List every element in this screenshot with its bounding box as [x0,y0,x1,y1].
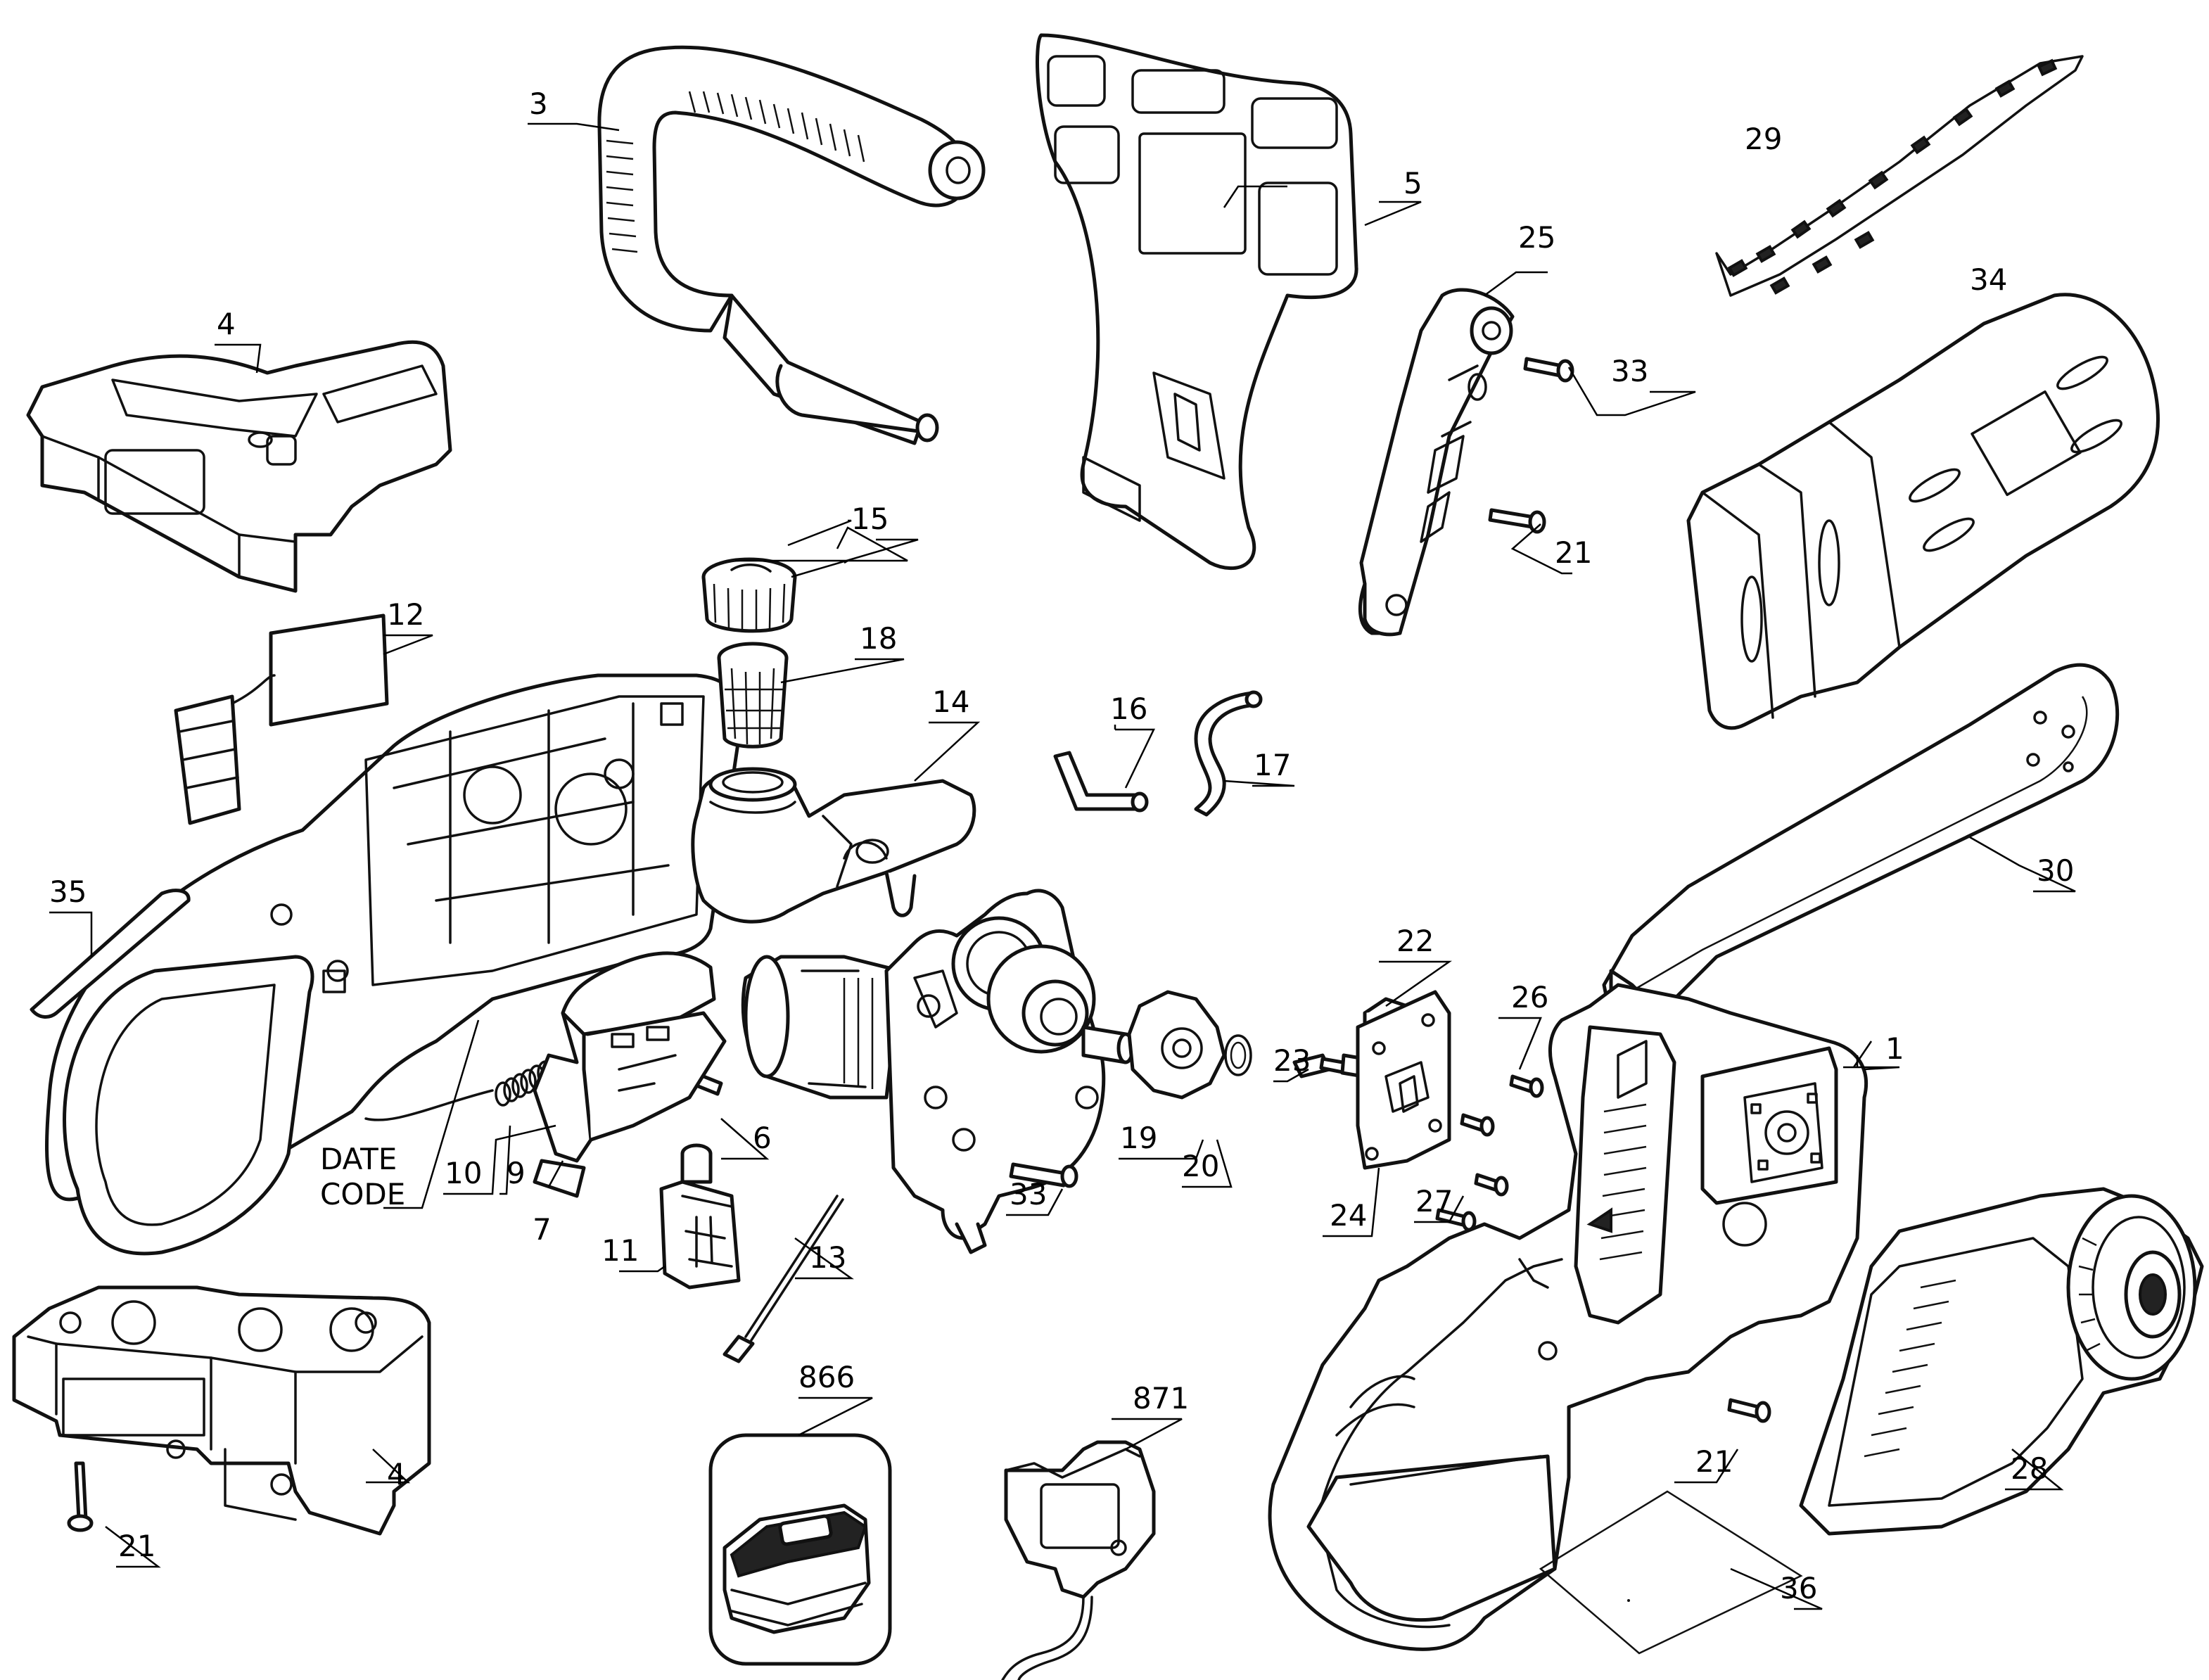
oil-tube-part-17 [1194,690,1263,817]
oil-tube-part-16 [1053,751,1149,813]
housing-half-part-10 [45,673,742,1256]
callout-25: 25 [1518,220,1555,255]
callout-19: 19 [1120,1121,1157,1155]
callout-35: 35 [49,874,87,909]
oil-filter-part-18 [717,642,789,749]
label-part-35 [30,889,191,1019]
callout-36: 36 [1780,1571,1817,1605]
callout-28: 28 [2011,1451,2048,1486]
leader-lines [49,122,2076,1610]
callout-34: 34 [1970,262,2007,297]
switch-module-part-871 [1001,1440,1156,1680]
callout-27: 27 [1415,1184,1453,1218]
callout-30: 30 [2037,853,2074,888]
callout-11: 11 [601,1233,639,1268]
screw-part-21-right [1727,1398,1771,1423]
bolt-part-23 [1292,1053,1367,1078]
callout-6: 6 [753,1121,772,1155]
callout-1: 1 [1885,1031,1904,1066]
battery-cover-part-4-top [26,340,452,593]
callout-24: 24 [1330,1198,1367,1233]
callout-33a: 33 [1611,354,1648,388]
callout-labels: 1 3 4 4 5 6 7 9 10 11 12 13 14 15 16 17 … [49,87,2074,1605]
rear-guard-part-5 [1036,33,1358,571]
battery-cover-part-4-bottom [12,1285,431,1536]
callout-33b: 33 [1010,1177,1047,1211]
switch-part-11 [659,1143,741,1290]
callout-12: 12 [387,597,424,632]
callout-26: 26 [1511,980,1548,1014]
callout-22: 22 [1396,924,1434,958]
screw-part-21-upper [1488,508,1546,534]
callout-4b: 4 [387,1457,406,1491]
callout-20: 20 [1182,1149,1219,1183]
callout-17: 17 [1254,748,1291,782]
callout-16: 16 [1110,692,1147,726]
switch-clip [174,674,276,825]
guide-bar-part-30 [1602,663,2120,1022]
oil-cap-part-15 [701,557,797,633]
callout-21c: 21 [1695,1444,1733,1479]
screw-part-33-upper [1523,357,1574,383]
callout-871: 871 [1133,1381,1189,1415]
callout-4a: 4 [217,307,236,341]
date-code-line1: DATE [320,1142,397,1176]
motor-gearbox-assembly [741,889,1135,1254]
label-part-36 [1539,1490,1803,1655]
trigger-part-7 [533,951,727,1198]
front-handle-part-3 [597,45,986,445]
label-part-12 [269,613,389,727]
handle-bracket-part-25 [1358,288,1515,637]
callout-21a: 21 [1555,535,1592,570]
oil-reservoir-part-14 [691,767,976,924]
callout-866: 866 [798,1360,855,1394]
callout-29: 29 [1745,122,1782,156]
side-cover-part-28 [1799,1187,2204,1536]
main-housing-part-1 [1268,983,1869,1651]
bar-cover-part-34 [1686,293,2160,730]
battery-part-866 [708,1433,892,1666]
callout-21b: 21 [118,1529,155,1563]
sprocket-part-19 [1127,990,1226,1100]
screw-part-21-lower-left [67,1461,94,1532]
screw-part-26 [1474,1074,1544,1197]
clip-part-20 [1224,1034,1252,1076]
callout-23: 23 [1273,1043,1311,1078]
callout-3: 3 [529,87,548,121]
callout-10: 10 [445,1156,482,1190]
screw-part-33-lower [1009,1162,1078,1188]
callout-9: 9 [507,1156,526,1190]
callout-18: 18 [860,621,897,656]
callout-15: 15 [851,502,889,536]
adjuster-plate-part-24 [1356,990,1451,1170]
rod-part-13 [722,1195,844,1363]
callout-13: 13 [809,1240,846,1275]
callout-14: 14 [932,685,969,719]
saw-chain-part-29 [1715,55,2084,297]
date-code-line2: CODE [320,1177,405,1211]
callout-7: 7 [533,1212,552,1247]
callout-5: 5 [1403,166,1422,201]
